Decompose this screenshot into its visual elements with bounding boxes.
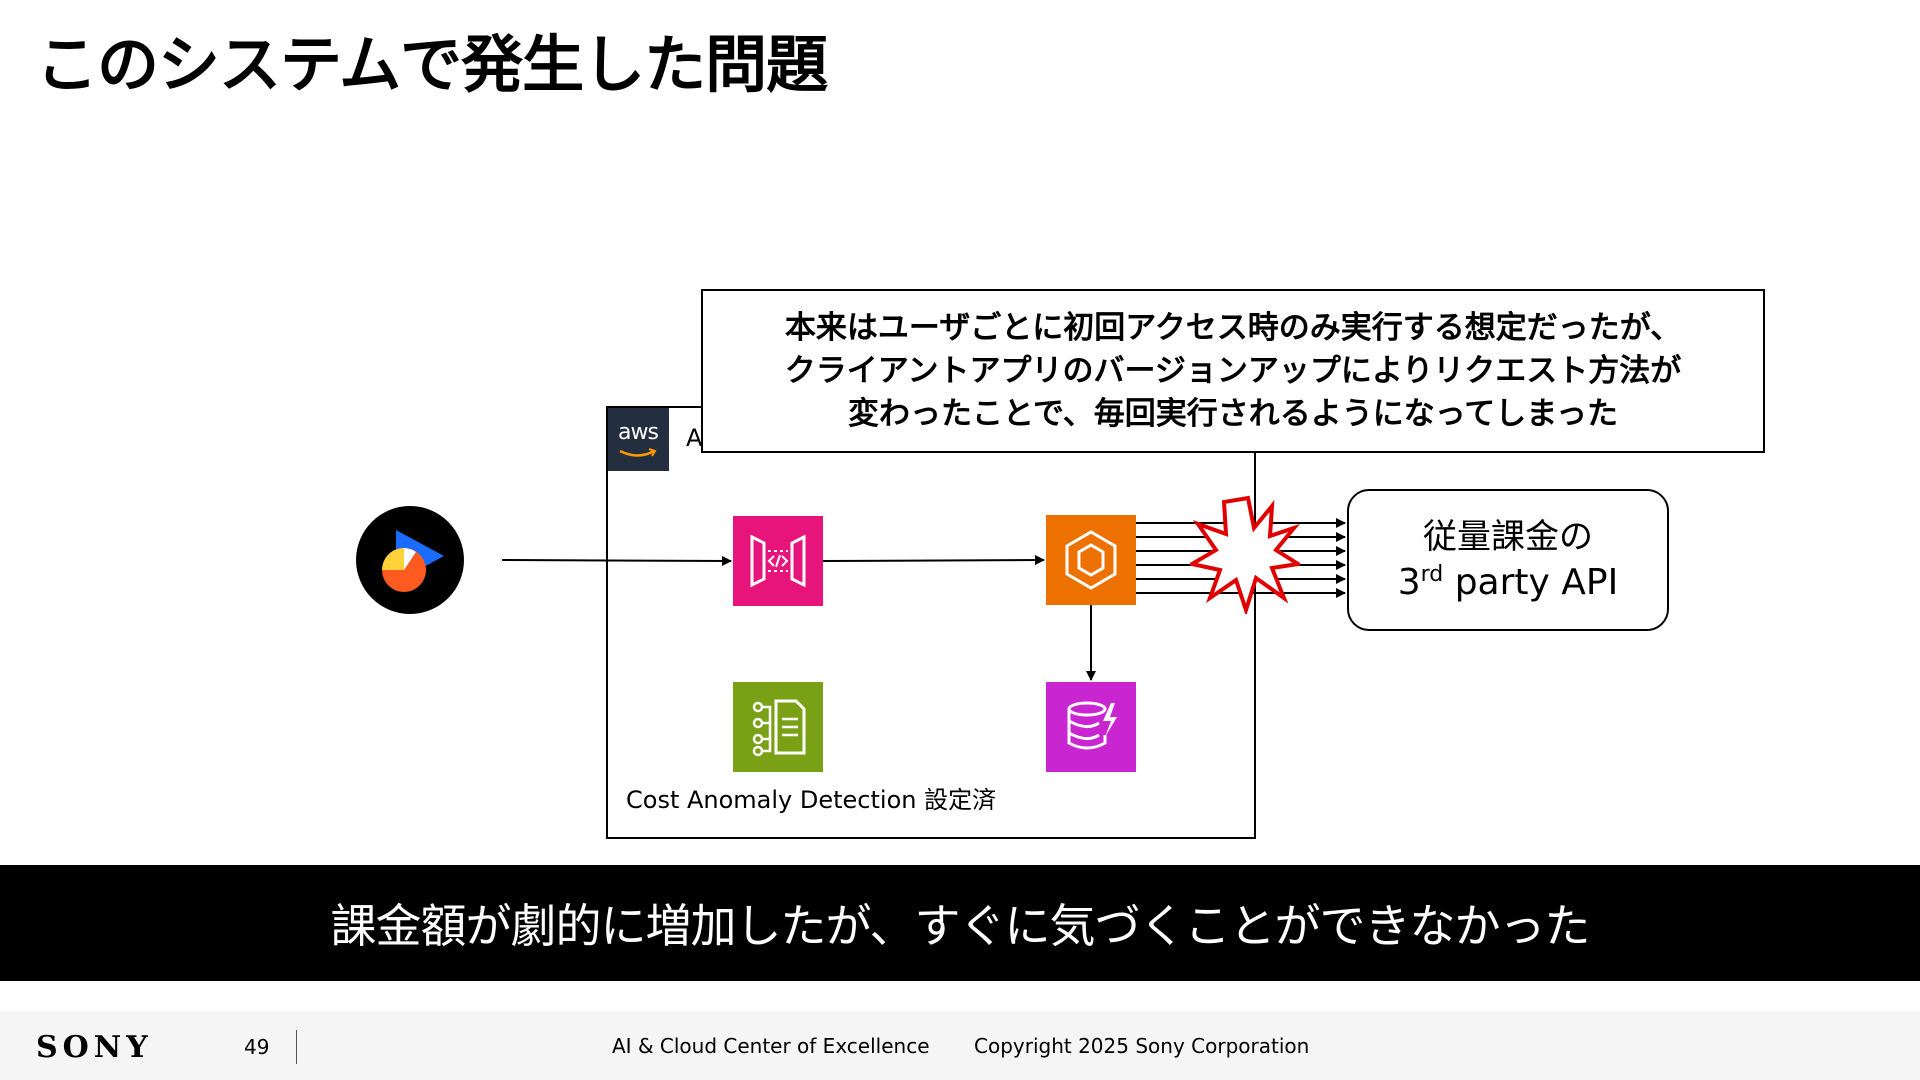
api-box-title: 従量課金の (1423, 517, 1593, 557)
api-box-superscript: rd (1420, 562, 1444, 587)
callout-box: 本来はユーザごとに初回アクセス時のみ実行する想定だったが、 クライアントアプリの… (701, 289, 1765, 453)
footer (0, 1011, 1920, 1080)
footer-org-name: AI & Cloud Center of Excellence (612, 1034, 930, 1058)
slide-title: このシステムで発生した問題 (36, 28, 828, 101)
page-number: 49 (244, 1035, 270, 1059)
callout-line-1: 本来はユーザごとに初回アクセス時のみ実行する想定だったが、 (784, 309, 1682, 346)
api-box-name: 3rd party API (1397, 562, 1619, 603)
callout-line-3: 変わったことで、毎回実行されるようになってしまった (847, 395, 1619, 432)
conclusion-banner: 課金額が劇的に増加したが、すぐに気づくことができなかった (0, 865, 1920, 981)
callout-line-2: クライアントアプリのバージョンアップによりリクエスト方法が (784, 352, 1682, 389)
api-gateway-icon (733, 516, 823, 606)
arrow-apigw-to-lambda (822, 555, 1045, 566)
cost-anomaly-detection-label: Cost Anomaly Detection 設定済 (626, 786, 997, 814)
cost-anomaly-detection-icon (733, 682, 823, 772)
sony-logo: SONY (36, 1030, 153, 1065)
explosion-icon (1190, 495, 1300, 614)
aws-group-label: A (686, 424, 703, 452)
aws-logo-icon: aws (608, 408, 669, 471)
footer-copyright: Copyright 2025 Sony Corporation (974, 1034, 1310, 1058)
conclusion-text: 課金額が劇的に増加したが、すぐに気づくことができなかった (330, 899, 1590, 953)
footer-divider (296, 1030, 297, 1064)
aws-account-group (606, 406, 1256, 839)
client-app-icon (356, 506, 464, 614)
third-party-api-box: 従量課金の 3rd party API (1347, 489, 1669, 631)
dynamodb-icon (1046, 682, 1136, 772)
aws-logo-text: aws (618, 420, 659, 445)
lambda-icon (1046, 515, 1136, 605)
arrow-client-to-apigw (501, 555, 732, 566)
aws-smile-icon (619, 448, 657, 457)
